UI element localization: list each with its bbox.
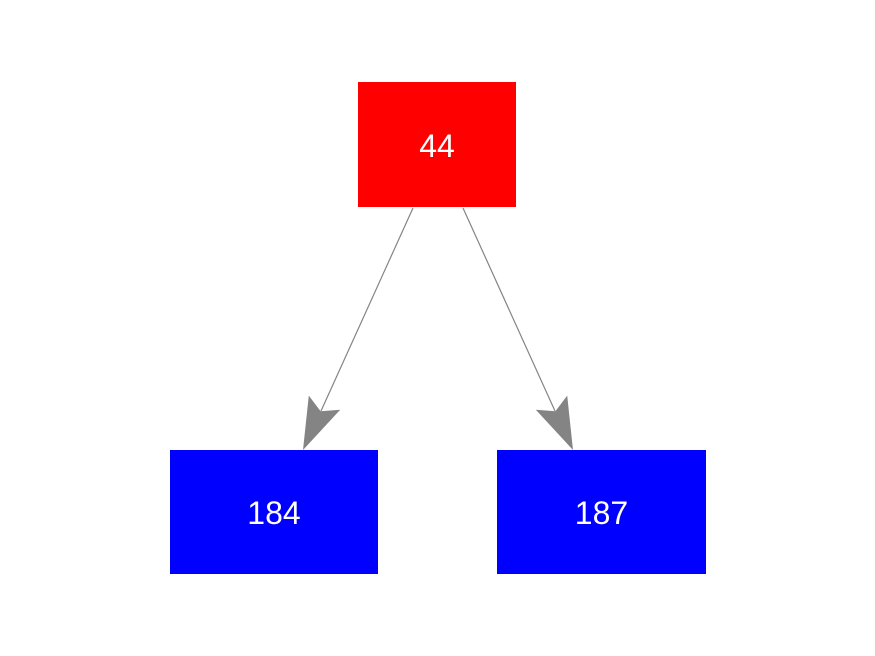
edge-line <box>462 207 556 412</box>
tree-node-right-child[interactable]: 187 <box>497 450 706 574</box>
edge-line <box>320 207 414 412</box>
edge-arrowhead <box>535 395 573 450</box>
edge-44-187 <box>462 207 573 450</box>
node-label: 184 <box>247 495 301 531</box>
edge-44-184 <box>303 207 414 450</box>
edge-arrowhead <box>303 395 341 450</box>
tree-node-root[interactable]: 44 <box>358 82 516 207</box>
tree-node-left-child[interactable]: 184 <box>170 450 378 574</box>
node-label: 187 <box>574 495 629 531</box>
node-label: 44 <box>419 127 455 164</box>
